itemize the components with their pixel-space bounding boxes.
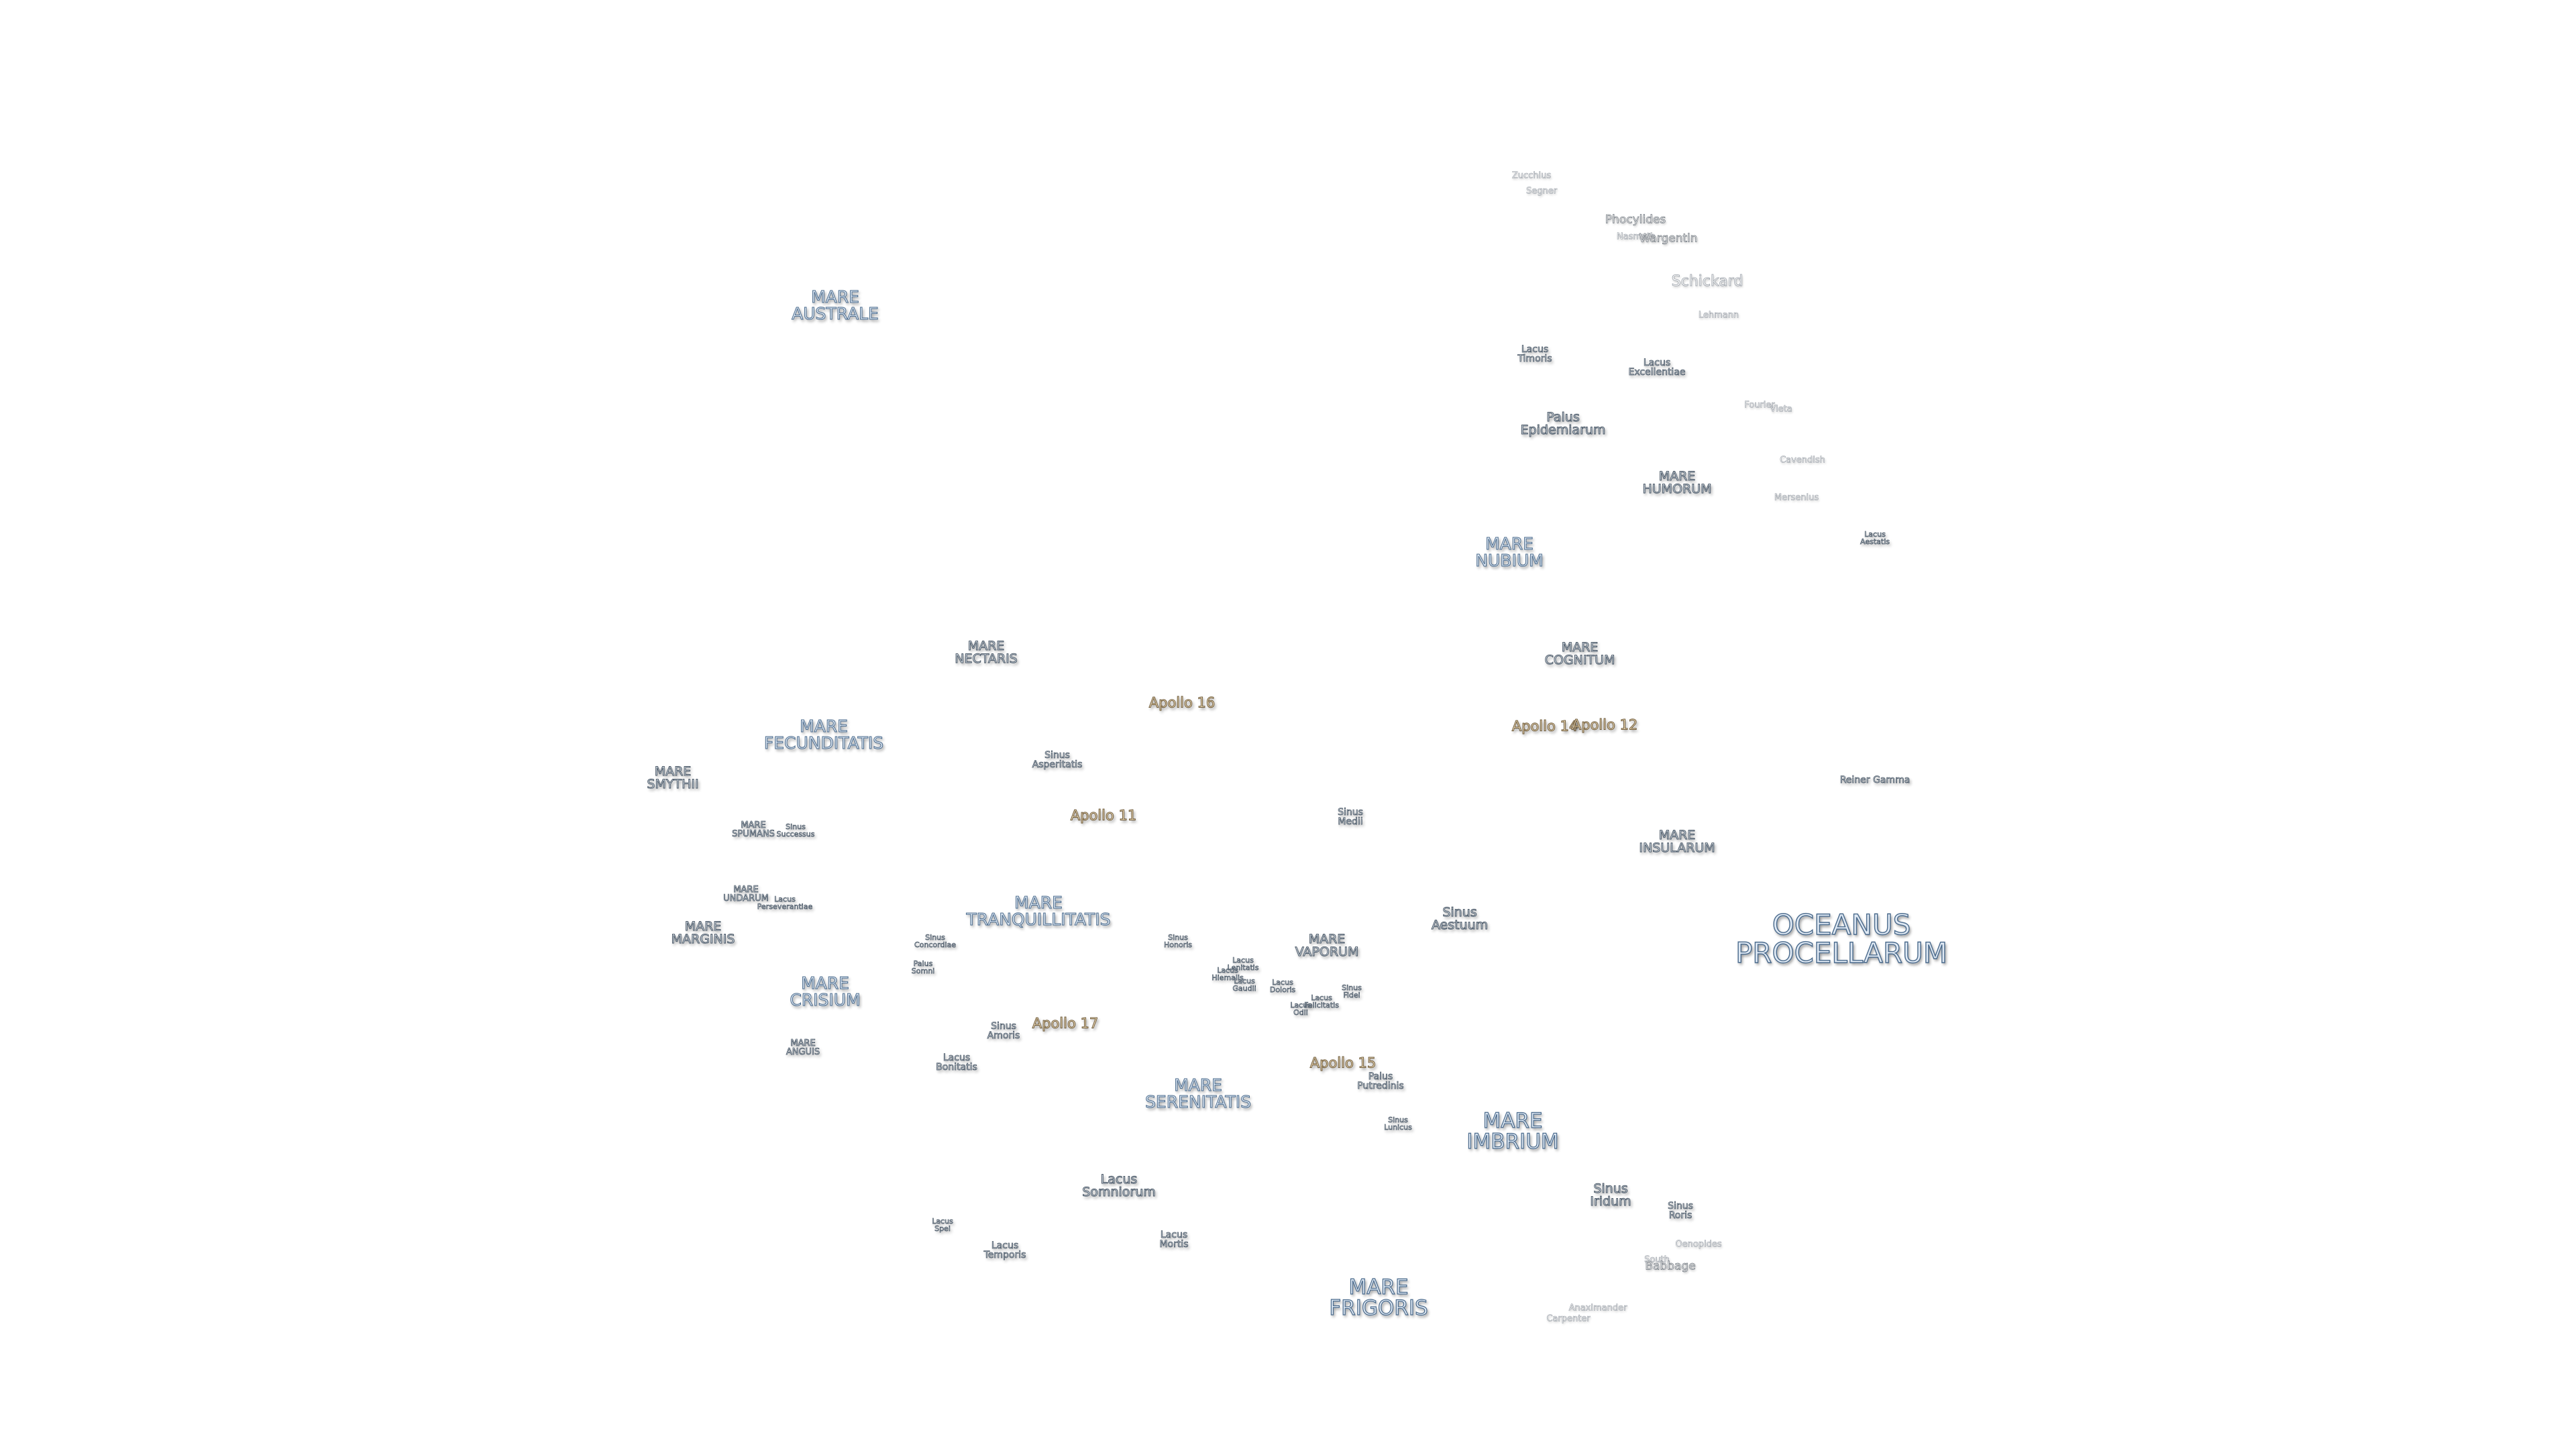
nasmyth-crater-label: Nasmyth [1616,231,1656,242]
lacus-doloris-feature-label: Lacus Doloris [1269,978,1296,994]
sinus-asperitatis-feature-label: Sinus Asperitatis [1032,750,1083,770]
segner-crater-label: Segner [1525,186,1558,197]
south-crater-label: South [1644,1254,1670,1265]
lacus-perseverantiae-feature-label: Lacus Perseverantiae [757,895,813,911]
lacus-lenitatis-feature-label: Lacus Lenitatis [1227,956,1259,972]
lacus-bonitatis-feature-label: Lacus Bonitatis [936,1053,977,1073]
mare-undarum-mare-label: MARE UNDARUM [723,885,769,904]
mare-spumans-mare-label: MARE SPUMANS [732,820,775,839]
lehmann-crater-label: Lehmann [1698,310,1739,321]
mare-vaporum-mare-label: MARE VAPORUM [1295,932,1359,959]
sinus-aestuum-feature-label: Sinus Aestuum [1431,905,1489,932]
sinus-medii-feature-label: Sinus Medii [1338,807,1364,827]
sinus-fidei-feature-label: Sinus Fidei [1342,983,1362,1000]
palus-epidemiarum-feature-label: Palus Epidemiarum [1520,410,1606,437]
sinus-lunicus-feature-label: Sinus Lunicus [1384,1116,1412,1132]
mare-fecunditatis-mare-label: MARE FECUNDITATIS [763,716,884,753]
mare-humorum-mare-label: MARE HUMORUM [1642,469,1712,496]
sinus-concordiae-feature-label: Sinus Concordiae [914,933,957,949]
oceanus-procellarum-ocean-label: OCEANUS PROCELLARUM [1735,908,1948,969]
mare-smythii-mare-label: MARE SMYTHII [647,764,699,792]
mare-insularum-mare-label: MARE INSULARUM [1639,828,1715,855]
lacus-spei-feature-label: Lacus Spei [932,1217,953,1233]
sinus-successus-feature-label: Sinus Successus [776,822,815,839]
anaximander-crater-label: Anaximander [1568,1303,1627,1313]
vieta-crater-label: Vieta [1770,404,1792,415]
lacus-temporis-feature-label: Lacus Temporis [983,1240,1026,1260]
sinus-roris-feature-label: Sinus Roris [1668,1201,1694,1221]
carpenter-crater-label: Carpenter [1546,1313,1591,1324]
lacus-gaudii-feature-label: Lacus Gaudii [1232,977,1256,993]
mare-anguis-mare-label: MARE ANGUIS [786,1038,820,1057]
palus-putredinis-feature-label: Palus Putredinis [1357,1071,1404,1091]
schickard-crater-label: Schickard [1671,273,1743,290]
apollo-15-apollo-site-label: Apollo 15 [1309,1055,1377,1071]
mare-cognitum-mare-label: MARE COGNITUM [1544,640,1615,667]
sinus-iridum-feature-label: Sinus Iridum [1590,1181,1631,1209]
mare-imbrium-mare-label: MARE IMBRIUM [1466,1109,1559,1154]
mare-australe-mare-label: MARE AUSTRALE [792,287,879,323]
fourier-crater-label: Fourier [1744,400,1775,411]
mare-nectaris-mare-label: MARE NECTARIS [955,639,1018,666]
mare-marginis-mare-label: MARE MARGINIS [671,919,735,947]
mare-crisium-mare-label: MARE CRISIUM [790,973,861,1010]
zucchius-crater-label: Zucchius [1511,170,1552,181]
palus-somni-feature-label: Palus Somni [911,959,935,975]
mare-tranquillitatis-mare-label: MARE TRANQUILLITATIS [966,893,1111,929]
mersenius-crater-label: Mersenius [1774,492,1819,503]
apollo-12-apollo-site-label: Apollo 12 [1571,716,1638,733]
sinus-amoris-feature-label: Sinus Amoris [987,1021,1020,1041]
lacus-excellentiae-feature-label: Lacus Excellentiae [1628,358,1686,378]
apollo-11-apollo-site-label: Apollo 11 [1070,807,1137,824]
apollo-16-apollo-site-label: Apollo 16 [1148,694,1216,711]
phocylides-crater-label: Phocylides [1605,213,1666,227]
wargentin-crater-label: Wargentin [1639,231,1698,246]
mare-frigoris-mare-label: MARE FRIGORIS [1329,1275,1428,1320]
cavendish-crater-label: Cavendish [1780,455,1825,466]
lacus-mortis-feature-label: Lacus Mortis [1159,1230,1189,1250]
oenopides-crater-label: Oenopides [1675,1239,1722,1250]
babbage-crater-label: Babbage [1645,1259,1696,1273]
mare-nubium-mare-label: MARE NUBIUM [1475,534,1544,570]
lacus-hiemalis-feature-label: Lacus Hiemalis [1212,966,1244,982]
lacus-felicitatis-feature-label: Lacus Felicitatis [1304,994,1340,1010]
lacus-aestatis-feature-label: Lacus Aestatis [1860,530,1890,546]
lacus-somniorum-feature-label: Lacus Somniorum [1082,1172,1157,1199]
reiner-gamma-feature-label: Reiner Gamma [1839,775,1911,786]
lacus-timoris-feature-label: Lacus Timoris [1517,344,1552,364]
apollo-17-apollo-site-label: Apollo 17 [1032,1015,1099,1032]
apollo-14-apollo-site-label: Apollo 14 [1511,718,1578,735]
mare-serenitatis-mare-label: MARE SERENITATIS [1145,1075,1252,1112]
sinus-honoris-feature-label: Sinus Honoris [1163,933,1193,949]
lacus-odii-feature-label: Lacus Odii [1290,1001,1311,1017]
